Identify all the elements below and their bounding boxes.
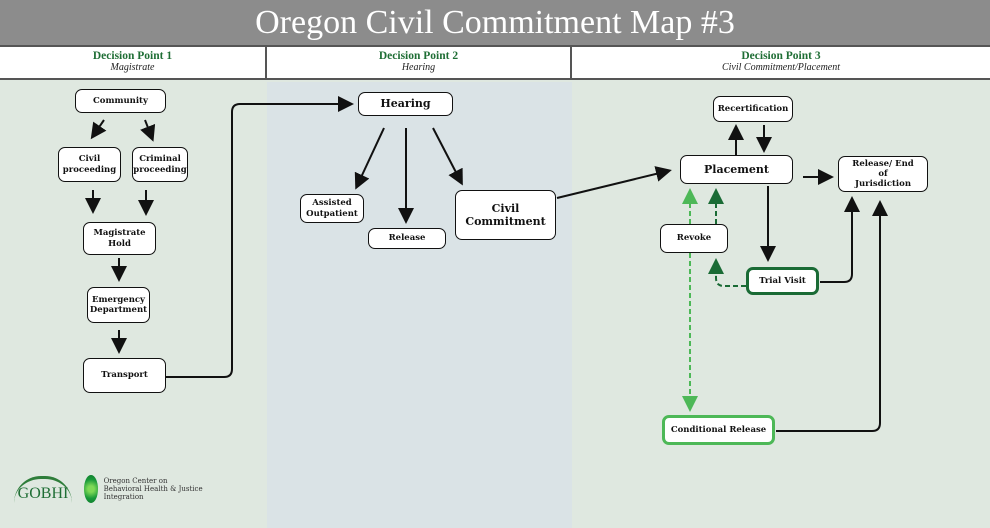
hearing-column-bg <box>267 82 572 528</box>
ocbhji-text: Oregon Center on Behavioral Health & Jus… <box>103 477 203 501</box>
ocbhji-logo: Oregon Center on Behavioral Health & Jus… <box>84 475 204 503</box>
column-subtitle: Hearing <box>401 62 436 73</box>
gobhi-logo: GOBHI <box>14 475 72 503</box>
column-title: Decision Point 2 <box>378 50 459 62</box>
node-recertification: Recertification <box>713 96 793 122</box>
node-transport: Transport <box>83 358 166 393</box>
node-civil-proceeding: Civil proceeding <box>58 147 121 182</box>
node-assisted-outpatient: Assisted Outpatient <box>300 194 364 223</box>
node-release-end-jurisdiction: Release/ End of Jurisdiction <box>838 156 928 192</box>
column-subtitle: Magistrate <box>110 62 155 73</box>
logos: GOBHI Oregon Center on Behavioral Health… <box>14 475 204 503</box>
node-conditional-release: Conditional Release <box>662 415 775 445</box>
flower-icon <box>84 475 98 503</box>
node-release: Release <box>368 228 446 249</box>
column-title: Decision Point 3 <box>741 50 821 62</box>
column-subtitle: Civil Commitment/Placement <box>721 62 841 73</box>
column-title: Decision Point 1 <box>92 50 173 62</box>
node-civil-commitment: Civil Commitment <box>455 190 556 240</box>
node-community: Community <box>75 89 166 113</box>
node-trial-visit: Trial Visit <box>746 267 819 295</box>
node-emergency-department: Emergency Department <box>87 287 150 323</box>
node-magistrate-hold: Magistrate Hold <box>83 222 156 255</box>
node-revoke: Revoke <box>660 224 728 253</box>
node-hearing: Hearing <box>358 92 453 116</box>
page-title: Oregon Civil Commitment Map #3 <box>0 0 990 47</box>
node-criminal-proceeding: Criminal proceeding <box>132 147 188 182</box>
node-placement: Placement <box>680 155 793 184</box>
